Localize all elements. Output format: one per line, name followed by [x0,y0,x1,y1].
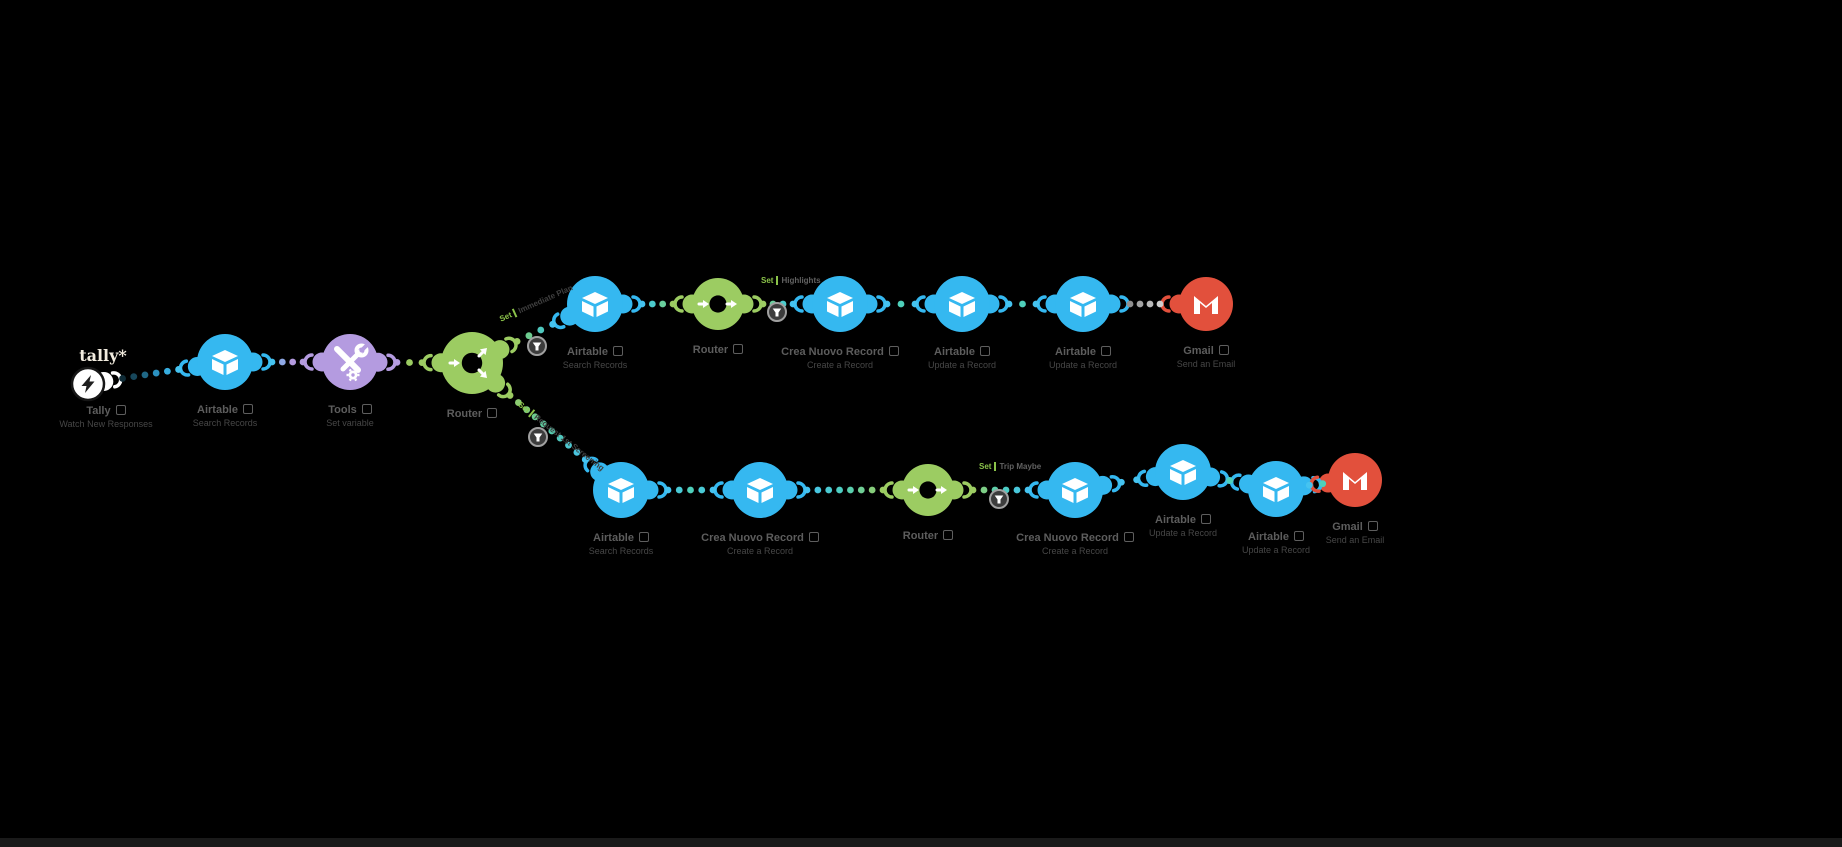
airtable-icon [1263,477,1289,502]
connection-airtable-update-top-1-to-airtable-update-top-2 [980,294,1065,314]
node-router-main[interactable] [441,332,503,394]
filter-divider [776,276,779,285]
router-icon [697,295,737,313]
connection-airtable-update-top-2-to-gmail-top [1101,294,1189,314]
filter-funnel-route-bottom[interactable] [528,427,548,447]
airtable-icon [608,478,634,503]
node-router-bottom-branch[interactable] [902,464,954,516]
filter-funnel-top-branch[interactable] [767,302,787,322]
funnel-icon [532,342,542,351]
airtable-icon [747,478,773,503]
node-airtable-update-record-top-1[interactable] [934,276,990,332]
node-airtable-update-record-bottom-2[interactable] [1248,461,1304,517]
airtable-icon [1062,478,1088,503]
bottom-edge-bar [0,838,1842,847]
connection-create-record-bottom-1-to-router-bottom [778,480,912,500]
airtable-icon [212,350,238,375]
filter-name-text: Trip Maybe [999,462,1042,471]
router-icon [907,481,947,499]
filter-divider [512,308,518,318]
node-airtable-search-records-3[interactable] [593,462,649,518]
node-airtable-search-records-1[interactable] [197,334,253,390]
connection-create-record-top-to-airtable-update-top-1 [858,294,944,314]
gmail-icon [1194,296,1218,314]
tally-brand-label: tally* [79,346,127,365]
node-airtable-create-record-bottom-1[interactable] [732,462,788,518]
node-airtable-update-record-top-2[interactable] [1055,276,1111,332]
airtable-icon [949,292,975,317]
filter-funnel-route-top[interactable] [527,336,547,356]
connection-airtable-search-3-to-create-record-bottom-1 [639,480,742,500]
node-airtable-search-records-2[interactable] [567,276,623,332]
node-airtable-create-record-bottom-2[interactable] [1047,462,1103,518]
connection-airtable-search-1-to-tools [243,352,332,372]
airtable-icon [1170,460,1196,485]
airtable-icon [827,292,853,317]
connection-tools-to-router-main [368,352,451,373]
filter-bottom-branch[interactable]: Set Trip Maybe [979,462,1041,471]
funnel-icon [772,308,782,317]
filter-divider [994,462,997,471]
node-airtable-create-record-top[interactable] [812,276,868,332]
node-tally-trigger[interactable] [70,366,106,402]
funnel-icon [533,433,543,442]
connection-airtable-search-2-to-router-top [613,294,702,314]
funnel-icon [994,495,1004,504]
tools-icon [334,343,369,382]
node-gmail-send-email-top[interactable] [1179,277,1233,331]
filter-set-badge: Set [979,462,992,471]
filter-set-badge: Set [761,276,774,285]
gmail-icon [1343,472,1367,490]
filter-name-text: Highlights [781,276,821,285]
node-tools-set-variable[interactable] [322,334,378,390]
filter-funnel-bottom-branch[interactable] [989,489,1009,509]
airtable-icon [1070,292,1096,317]
filter-top-branch[interactable]: Set Highlights [761,276,821,285]
airtable-icon [582,292,608,317]
connection-create-record-bottom-2-to-airtable-update-bottom-1 [1093,467,1165,495]
node-airtable-update-record-bottom-1[interactable] [1155,444,1211,500]
router-split-icon [448,348,487,378]
node-router-top-branch[interactable] [692,278,744,330]
node-gmail-send-email-bottom[interactable] [1328,453,1382,507]
